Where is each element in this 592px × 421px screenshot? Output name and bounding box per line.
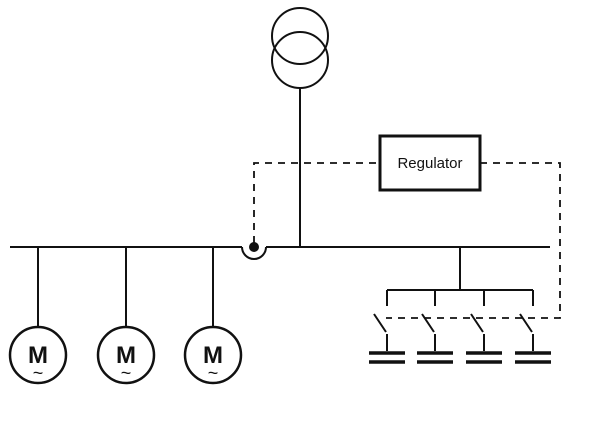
measurement-signal-line	[253, 162, 380, 243]
motor-1-symbol: M	[28, 342, 48, 369]
capacitor-switch-1	[373, 313, 387, 333]
capacitor-branch-4	[515, 290, 551, 364]
measurement-point	[249, 242, 259, 252]
transformer-secondary-winding	[271, 31, 329, 89]
motor-2-symbol: M	[116, 342, 136, 369]
current-transformer-symbol	[241, 246, 267, 260]
transformer-symbol	[271, 7, 329, 89]
capacitor-switch-3	[470, 313, 484, 333]
motor-1-ac-symbol: ~	[33, 363, 44, 383]
capacitor-switch-2	[421, 313, 435, 333]
regulator-control-line	[386, 162, 561, 319]
motor-3-symbol: M	[203, 342, 223, 369]
capacitor-branch-3	[466, 290, 502, 364]
motor-1	[8, 325, 68, 385]
motor-2-ac-symbol: ~	[121, 363, 132, 383]
motor-2	[96, 325, 156, 385]
capacitor-branch-1	[369, 290, 405, 364]
motor-3	[183, 325, 243, 385]
regulator-label: Regulator	[397, 155, 462, 172]
capacitor-branch-2	[417, 290, 453, 364]
transformer-primary-winding	[271, 7, 329, 65]
motor-3-ac-symbol: ~	[208, 363, 219, 383]
capacitor-switch-4	[519, 313, 533, 333]
